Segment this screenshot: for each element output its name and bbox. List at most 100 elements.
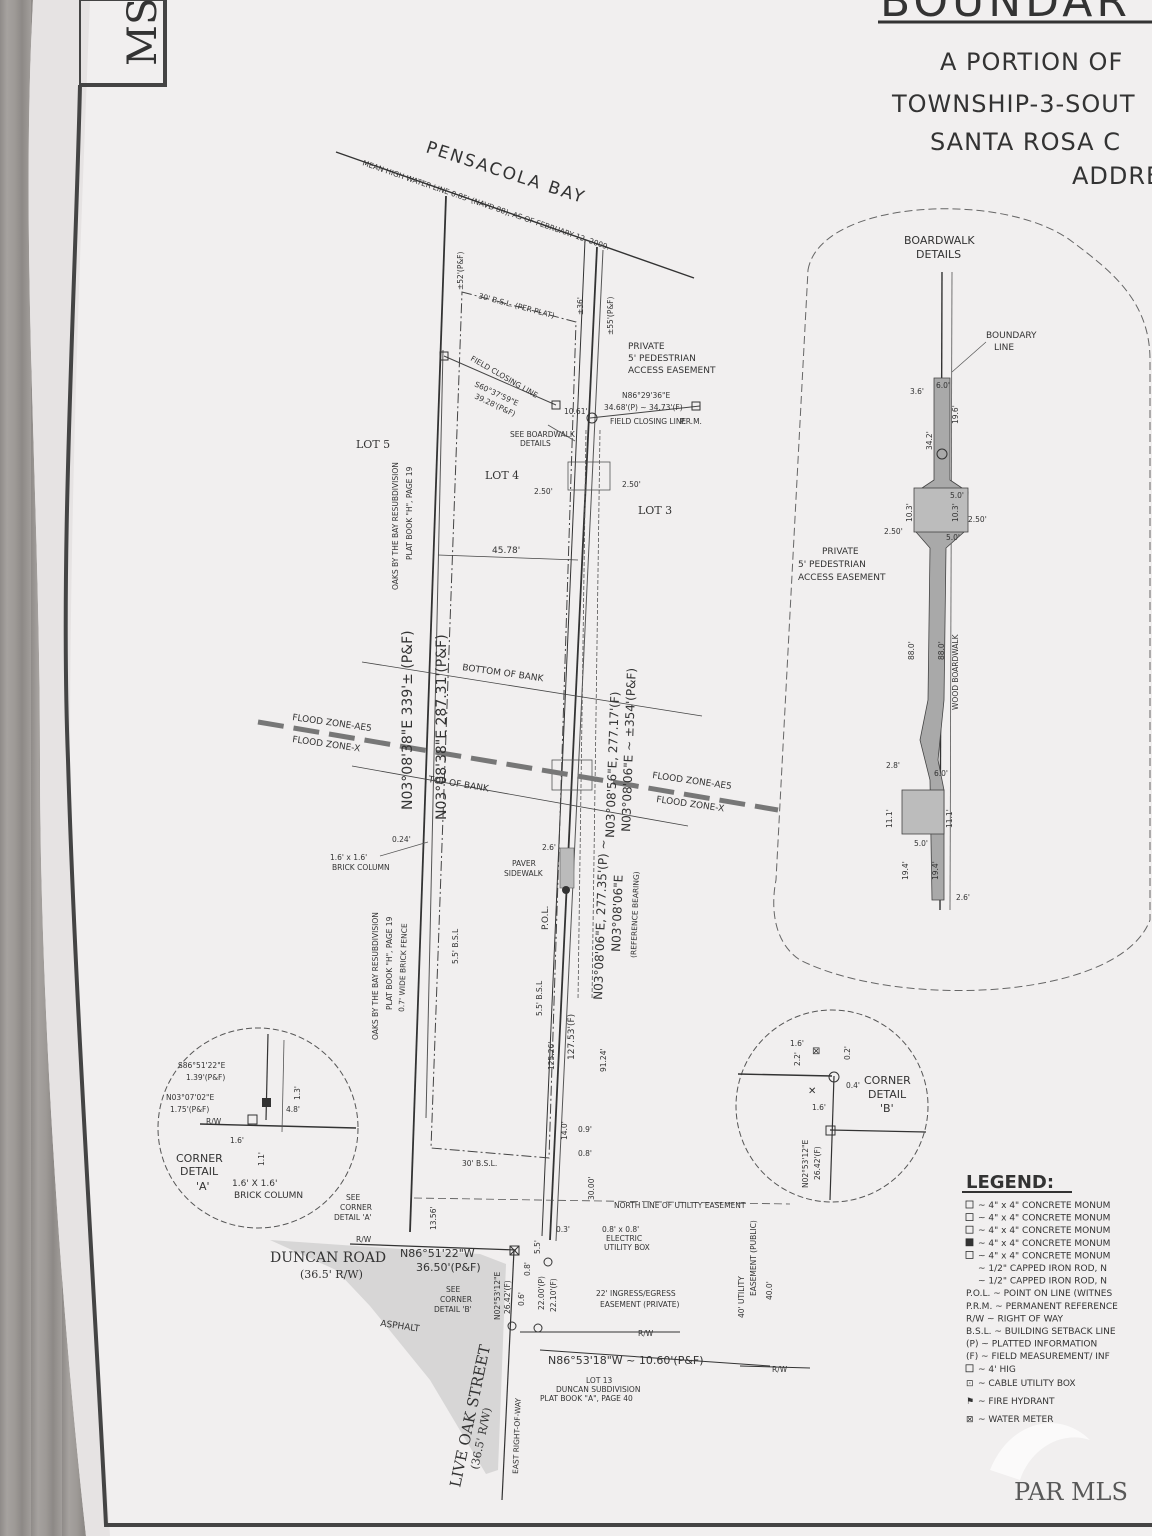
bw-50a: 5.0': [950, 491, 964, 500]
fire-hydrant-icon: ⚑: [966, 1397, 974, 1407]
logo: MSP: [120, 0, 166, 66]
boardwalk-panel: [773, 208, 1151, 991]
utility-easement-north: [413, 1197, 791, 1205]
iron-rod: [586, 412, 598, 424]
ingress-2: EASEMENT (PRIVATE): [600, 1300, 680, 1309]
lot-13: LOT 13: [586, 1376, 613, 1385]
detail-a-48: 4.8': [286, 1105, 300, 1114]
west-boundary: [409, 195, 447, 1233]
title-line-1: A PORTION OF: [940, 48, 1123, 76]
dim-08: 0.8': [578, 1149, 592, 1158]
legend-list: ~ 4" x 4" CONCRETE MONUM~ 4" x 4" CONCRE…: [965, 1200, 1118, 1375]
legend-extra-item: ~ CABLE UTILITY BOX: [978, 1379, 1076, 1389]
title-line-4: ADDRE: [1072, 162, 1152, 190]
east-row-label: EAST RIGHT-OF-WAY: [511, 1397, 523, 1474]
asphalt-area: [270, 1240, 506, 1474]
bw-194b: 19.4': [931, 861, 940, 880]
bw-103a: 10.3': [905, 503, 914, 522]
detail-b-monument: [825, 1125, 836, 1136]
field-closing-line: [443, 355, 557, 406]
detail-a-col: 1.6' X 1.6': [232, 1179, 277, 1189]
n86-bot: N86°53'18"W ~ 10.60'(P&F): [548, 1354, 704, 1367]
detail-b-dist: 26.42'(F): [813, 1146, 822, 1180]
see-boardwalk-details: DETAILS: [520, 439, 551, 448]
bw-50c: 5.0': [914, 839, 928, 848]
bw-boundary-line-2: [949, 271, 953, 911]
corner-monument: [509, 1245, 520, 1256]
detail-b-bearing: N02°53'12"E: [801, 1139, 810, 1188]
watermark-wave: [990, 1423, 1090, 1480]
legend-item: ~ 1/2" CAPPED IRON ROD, N: [978, 1264, 1107, 1274]
bw-36: 3.6': [910, 387, 924, 396]
legend-item: P.R.M. ~ PERMANENT REFERENCE: [966, 1302, 1118, 1312]
see-b-3: DETAIL 'B': [434, 1305, 472, 1314]
util40-3: 40.0': [765, 1281, 774, 1300]
duncan-plat: PLAT BOOK "A", PAGE 40: [540, 1394, 633, 1403]
boardwalk-outline: [577, 429, 601, 1001]
pol-label: P.O.L.: [541, 906, 551, 930]
dim-06: 0.6': [517, 1292, 526, 1306]
cable-box-icon: ⊡: [966, 1379, 974, 1389]
detail-b-line: [829, 1075, 835, 1201]
dim-250a: 2.50': [622, 480, 641, 489]
field-closing-line-2: [589, 405, 701, 419]
legend-symbol: [965, 1238, 974, 1247]
bw-access: ACCESS EASEMENT: [798, 573, 886, 583]
bw-platform: [913, 487, 969, 533]
width-dim-line: [437, 554, 579, 561]
lot-4-label: LOT 4: [485, 469, 519, 482]
legend-symbol: [965, 1364, 974, 1373]
logo-box: [79, 0, 166, 86]
detail-a-16: 1.6': [230, 1136, 244, 1145]
rw-line-3: [739, 1365, 811, 1369]
legend-title: LEGEND:: [966, 1172, 1054, 1193]
detail-b-rw: [737, 1073, 833, 1077]
dim-55: ±55'(P&F): [606, 296, 615, 335]
leader: [547, 424, 576, 442]
bw-26: 2.6': [956, 893, 970, 902]
dim-12753: 127.53'(F): [567, 1014, 577, 1060]
dim-26: 2.6': [542, 843, 556, 852]
bw-platform: [901, 789, 945, 835]
east-bearing-4b: (REFERENCE BEARING): [629, 871, 641, 958]
iron-rod: [507, 1321, 517, 1331]
sidewalk-label: SIDEWALK: [504, 869, 544, 878]
west-inner: [425, 349, 444, 1119]
monument: [439, 351, 449, 361]
bw-private: PRIVATE: [822, 547, 859, 557]
bw-880b: 88.0': [937, 641, 946, 660]
detail-b-16b: 1.6': [812, 1103, 826, 1112]
lot-3-label: LOT 3: [638, 504, 672, 517]
duncan-road: DUNCAN ROAD: [270, 1250, 386, 1266]
detail-b-title-2: DETAIL: [868, 1088, 907, 1101]
detail-a-title-2: DETAIL: [180, 1165, 219, 1178]
legend-symbol: [965, 1213, 974, 1221]
detail-a-n03b: 1.75'(P&F): [170, 1105, 209, 1114]
legend-item: (F) ~ FIELD MEASUREMENT/ INF: [966, 1352, 1110, 1362]
east-bearing-4: N03°08'06"E: [609, 874, 626, 952]
detail-a-letter: 'A': [196, 1180, 210, 1193]
title-line-2: TOWNSHIP-3-SOUT: [891, 90, 1135, 118]
oaks-plat-2: PLAT BOOK "H", PAGE 19: [385, 916, 394, 1010]
legend-item: R/W ~ RIGHT OF WAY: [966, 1314, 1063, 1324]
detail-a-col2: BRICK COLUMN: [234, 1191, 303, 1201]
water-meter-icon: ⊠: [812, 1046, 820, 1057]
leader: [951, 341, 987, 373]
flood-zone-line: [257, 719, 779, 813]
east-bearing-2: N03°08'06"E ~ ±354'(P&F): [619, 668, 639, 832]
dim-3000: 30.00': [587, 1176, 596, 1200]
legend-item: ~ 4' HIG: [978, 1365, 1016, 1375]
legend-symbol: [965, 1225, 974, 1234]
bw-194a: 19.4': [901, 861, 910, 880]
duncan-sub: DUNCAN SUBDIVISION: [556, 1385, 640, 1394]
dim-09: 0.9': [578, 1125, 592, 1134]
util40-1: 40' UTILITY: [737, 1276, 746, 1318]
dim-52: ±52'(P&F): [456, 251, 465, 290]
brick-column-2: BRICK COLUMN: [332, 863, 390, 872]
bsl-rectangle: [430, 291, 577, 1159]
elec-3: UTILITY BOX: [604, 1243, 650, 1252]
bw-50b: 5.0': [946, 533, 960, 542]
detail-a-s86b: 1.39'(P&F): [186, 1073, 225, 1082]
prm-marker: [691, 401, 701, 411]
